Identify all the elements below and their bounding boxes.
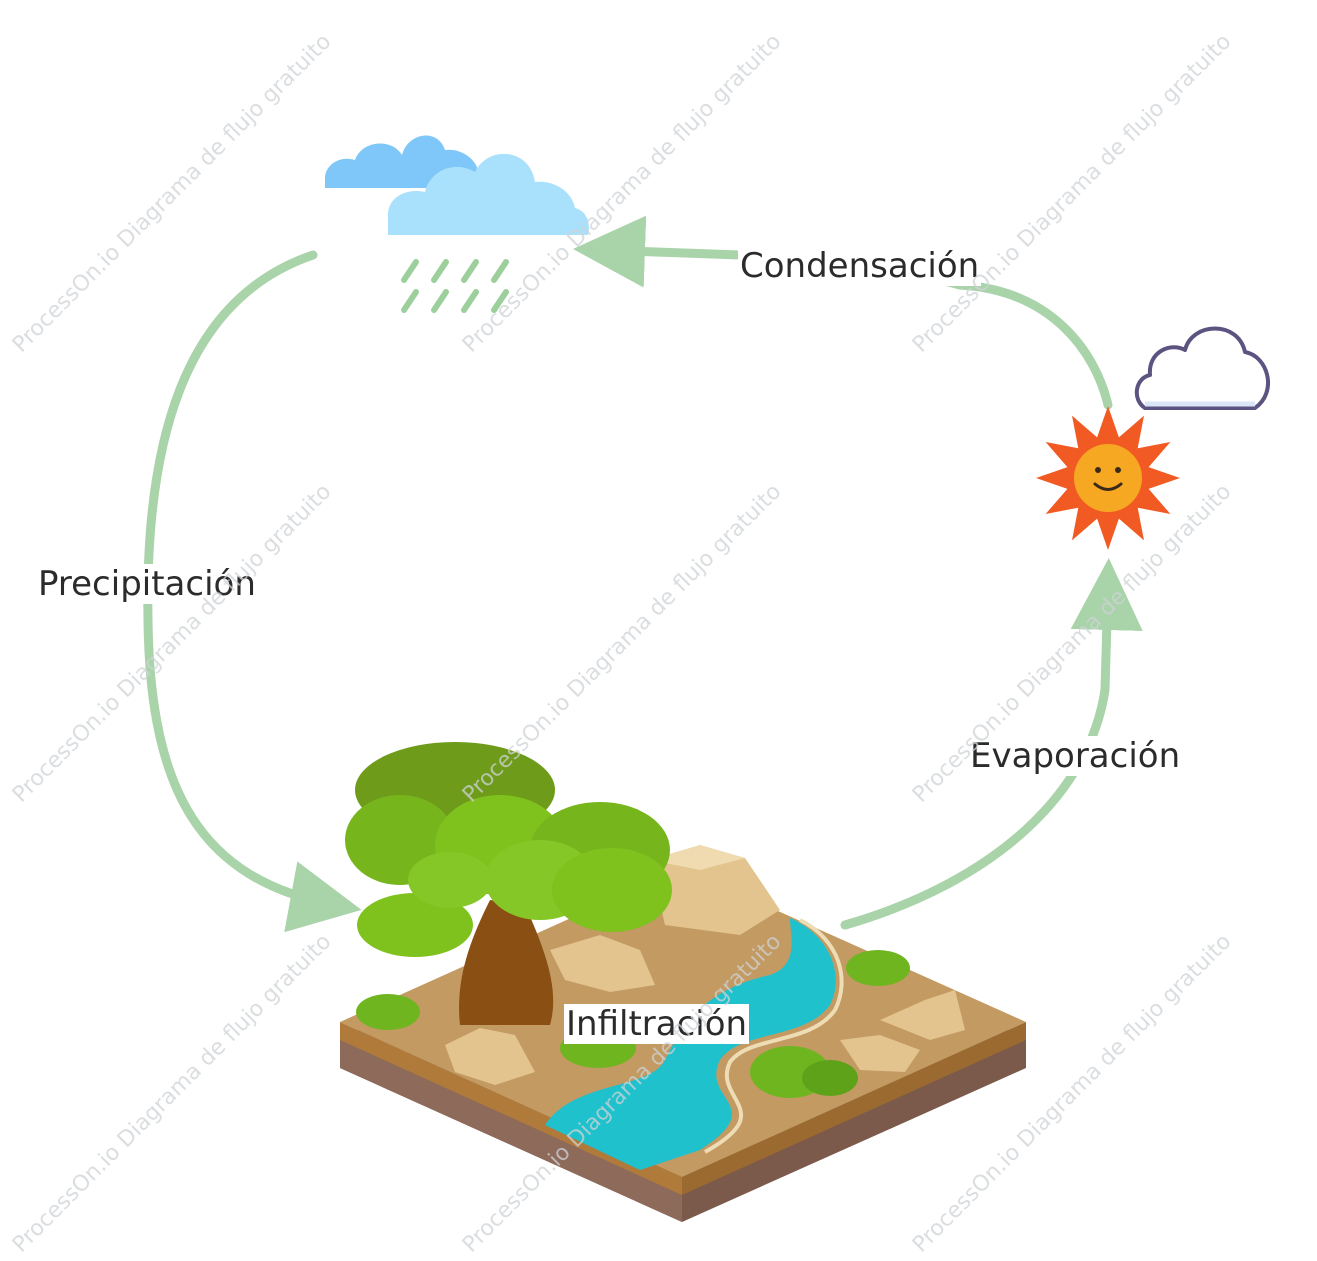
condensation-label: Condensación: [738, 246, 982, 286]
outline-cloud-icon: [1134, 326, 1271, 410]
evaporation-label: Evaporación: [968, 736, 1183, 776]
precipitation-arrow: [143, 250, 362, 933]
precipitation-label: Precipitación: [36, 564, 258, 604]
evaporation-arrow: [840, 558, 1143, 930]
sun-icon: [1036, 406, 1180, 550]
landscape-illustration: [340, 742, 1026, 1222]
infiltration-label: Infiltración: [564, 1004, 750, 1044]
rain-cloud-icon: [325, 135, 589, 313]
rain-drops-icon: [401, 259, 509, 313]
